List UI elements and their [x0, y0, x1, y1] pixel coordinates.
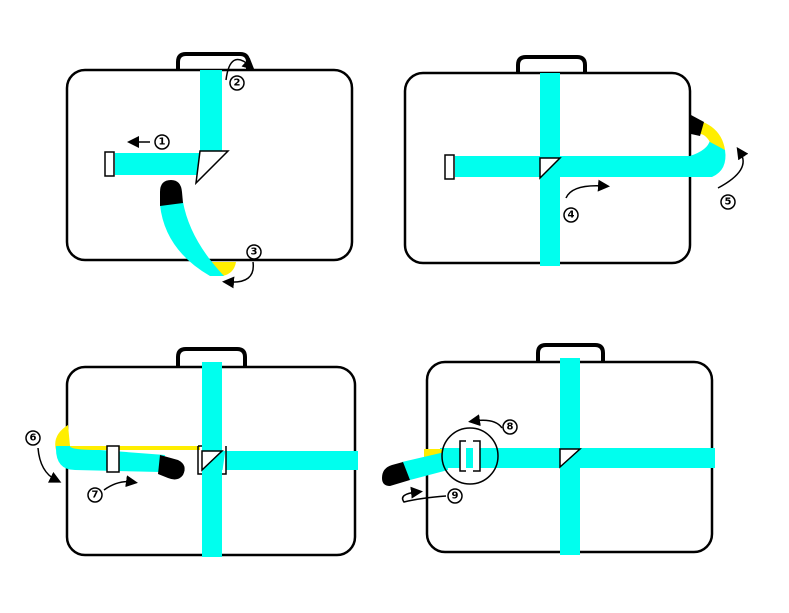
step-1-badge: 1 [154, 134, 170, 150]
svg-text:4: 4 [568, 210, 575, 221]
arrow-3 [222, 261, 255, 289]
triangle-buckle [559, 448, 582, 469]
arrow-9 [401, 486, 447, 503]
bracket-guide [197, 445, 227, 475]
panel-3: 6 7 [25, 347, 358, 557]
svg-text:5: 5 [725, 197, 732, 208]
triangle-buckle [201, 450, 224, 472]
svg-text:3: 3 [251, 247, 258, 258]
strap-loose-end [402, 452, 448, 480]
suitcase-handle [176, 347, 247, 368]
arrow-2 [225, 57, 255, 81]
strap-horizontal [115, 153, 202, 175]
triangle-buckle [539, 157, 562, 180]
strap-underside [424, 449, 442, 457]
strap-horizontal [455, 156, 695, 177]
strap-vertical [200, 70, 222, 153]
strap-loose-end [160, 202, 224, 276]
svg-text:1: 1 [159, 137, 166, 148]
step-8-badge: 8 [502, 419, 518, 435]
arrow-7 [103, 475, 138, 491]
svg-text:9: 9 [452, 491, 459, 502]
triangle-buckle [194, 150, 230, 186]
panel-4: 8 9 [382, 343, 715, 555]
strap-horizontal [222, 451, 358, 470]
suitcase-handle [176, 52, 250, 71]
step-7-badge: 7 [87, 487, 103, 503]
magnify-circle [441, 427, 499, 485]
strap-tip [158, 455, 185, 480]
step-6-badge: 6 [25, 430, 41, 446]
strap-wrap-right [690, 140, 726, 177]
end-buckle [104, 151, 115, 177]
suitcase-handle [516, 55, 587, 74]
step-5-badge: 5 [720, 194, 736, 210]
arrow-4 [565, 179, 610, 199]
strap-horizontal [440, 448, 715, 468]
svg-text:2: 2 [234, 78, 241, 89]
strap-tip [160, 180, 183, 206]
panel-2: 4 5 [403, 55, 749, 266]
arrow-5 [717, 147, 749, 189]
slide-buckle [459, 440, 481, 472]
svg-text:7: 7 [92, 490, 99, 501]
step-4-badge: 4 [563, 207, 579, 223]
step-3-badge: 3 [246, 244, 262, 260]
svg-text:6: 6 [30, 433, 37, 444]
strap-tip [382, 462, 410, 486]
step-9-badge: 9 [447, 488, 463, 504]
arrow-8 [468, 414, 503, 429]
strap-tip [691, 115, 704, 136]
slide-buckle [106, 445, 120, 473]
step-2-badge: 2 [229, 75, 245, 91]
arrow-6 [37, 447, 62, 483]
strap-underside [700, 122, 725, 150]
suitcase-handle [536, 343, 605, 363]
end-buckle [444, 154, 455, 180]
svg-text:8: 8 [507, 422, 514, 433]
panel-1: 1 2 3 [65, 52, 354, 289]
